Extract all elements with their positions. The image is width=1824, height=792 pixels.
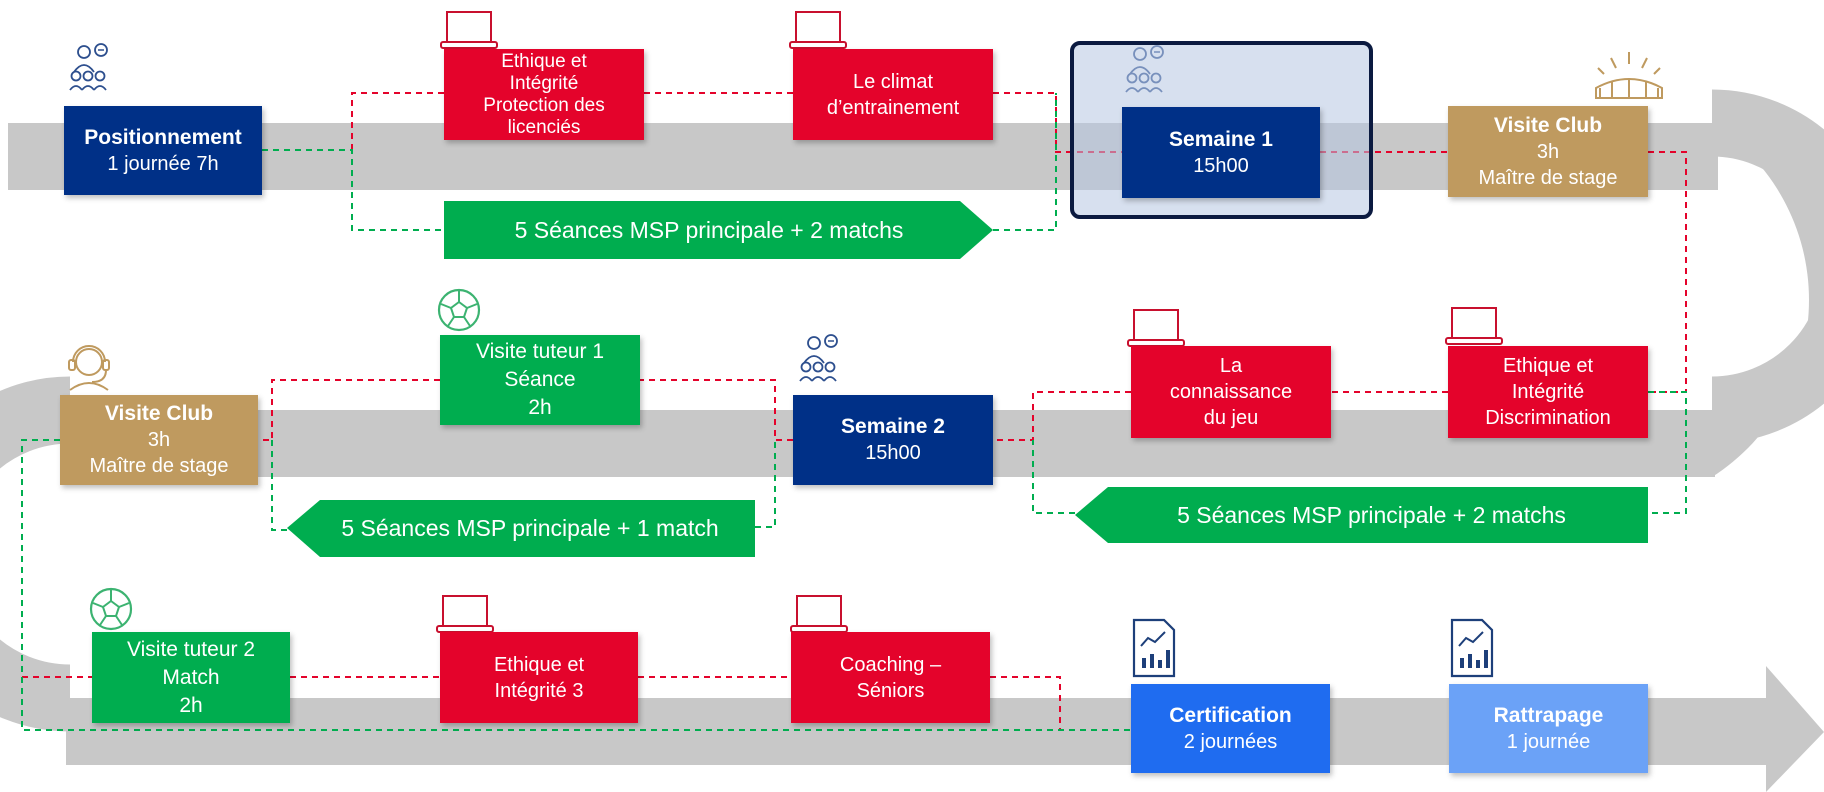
visite-tuteur1-box: Visite tuteur 1 Séance 2h [440, 335, 640, 425]
positionnement-box: Positionnement 1 journée 7h [64, 106, 262, 195]
visite-club-1-role: Maître de stage [1478, 166, 1618, 189]
visite-tuteur2-box: Visite tuteur 2 Match 2h [92, 632, 290, 723]
soccer-ball-icon [89, 587, 133, 631]
semaine2-box: Semaine 2 15h00 [793, 395, 993, 485]
rattrapage-duration: 1 journée [1506, 730, 1591, 753]
laptop-icon [436, 595, 494, 633]
connaissance-jeu-box: La connaissance du jeu [1131, 346, 1331, 438]
green-arrow-row1-label: 5 Séances MSP principale + 2 matchs [514, 216, 904, 243]
tuteur1-line2: Séance [504, 368, 576, 391]
ethique-protection-line2: Intégrité [509, 72, 579, 94]
connaissance-line1: La [1219, 355, 1243, 377]
ethique-integrite3-box: Ethique et Intégrité 3 [440, 632, 638, 723]
certification-title: Certification [1169, 703, 1292, 727]
connaissance-line2: connaissance [1169, 381, 1293, 403]
headset-icon [68, 345, 110, 391]
ethique3-line2: Intégrité 3 [494, 679, 584, 702]
green-arrow-row1 [444, 201, 993, 259]
visite-club-1-title: Visite Club [1493, 113, 1603, 137]
team-meeting-icon [69, 43, 108, 91]
visite-club-2-title: Visite Club [104, 402, 214, 425]
visite-club-box-2: Visite Club 3h Maître de stage [60, 395, 258, 485]
connaissance-line3: du jeu [1203, 407, 1259, 429]
laptop-icon [1445, 307, 1503, 345]
laptop-icon [789, 11, 847, 49]
soccer-ball-icon [437, 288, 481, 332]
semaine1-title: Semaine 1 [1169, 127, 1273, 151]
tuteur2-line1: Visite tuteur 2 [126, 637, 256, 661]
stadium-icon [1595, 52, 1663, 99]
team-meeting-icon [799, 334, 838, 382]
ethique-protection-line3: Protection des [483, 94, 605, 116]
visite-club-2-duration: 3h [147, 429, 171, 451]
climat-line1: Le climat [852, 70, 934, 93]
semaine2-duration: 15h00 [865, 442, 921, 464]
ethique-discrimination-line2: Intégrité [1511, 381, 1585, 403]
ethique-discrimination-line3: Discrimination [1485, 407, 1611, 429]
green-arrow-row2-right-label: 5 Séances MSP principale + 2 matchs [1177, 501, 1566, 528]
semaine1-duration: 15h00 [1193, 154, 1249, 177]
ethique-protection-line1: Ethique et [501, 50, 587, 72]
green-arrow-row2-right [1075, 487, 1648, 543]
tuteur1-line3: 2h [528, 396, 552, 419]
laptop-icon [790, 595, 848, 633]
ethique-protection-line4: licenciés [507, 116, 581, 138]
tuteur1-line1: Visite tuteur 1 [475, 340, 605, 363]
ethique3-line1: Ethique et [493, 653, 585, 676]
coaching-line1: Coaching – [839, 653, 942, 676]
green-arrow-row2-left-label: 5 Séances MSP principale + 1 match [341, 515, 719, 541]
climat-line2: d’entrainement [826, 96, 960, 119]
climat-entrainement-box: Le climat d’entrainement [793, 49, 993, 140]
ethique-protection-box: Ethique et Intégrité Protection des lice… [444, 49, 644, 140]
coaching-line2: Séniors [856, 679, 925, 702]
certification-box: Certification 2 journées [1131, 684, 1330, 773]
laptop-icon [440, 11, 498, 49]
positionnement-duration: 1 journée 7h [107, 152, 219, 175]
semaine2-title: Semaine 2 [841, 415, 945, 438]
tuteur2-line3: 2h [179, 693, 203, 717]
tuteur2-line2: Match [162, 665, 220, 689]
rattrapage-title: Rattrapage [1493, 703, 1604, 727]
ethique-discrimination-box: Ethique et Intégrité Discrimination [1448, 346, 1648, 438]
green-arrow-row2-left [287, 500, 755, 557]
visite-club-1-duration: 3h [1536, 140, 1560, 163]
rattrapage-box: Rattrapage 1 journée [1449, 684, 1648, 773]
certification-duration: 2 journées [1183, 730, 1278, 753]
visite-club-box-1: Visite Club 3h Maître de stage [1448, 106, 1648, 197]
connectors [21, 92, 1687, 731]
report-chart-icon [1450, 618, 1494, 678]
coaching-seniors-box: Coaching – Séniors [791, 632, 990, 723]
positionnement-title: Positionnement [84, 125, 242, 149]
semaine1-box: Semaine 1 15h00 [1122, 107, 1320, 198]
visite-club-2-role: Maître de stage [89, 455, 229, 477]
laptop-icon [1127, 309, 1185, 347]
report-chart-icon [1132, 618, 1176, 678]
ethique-discrimination-line1: Ethique et [1502, 355, 1594, 377]
